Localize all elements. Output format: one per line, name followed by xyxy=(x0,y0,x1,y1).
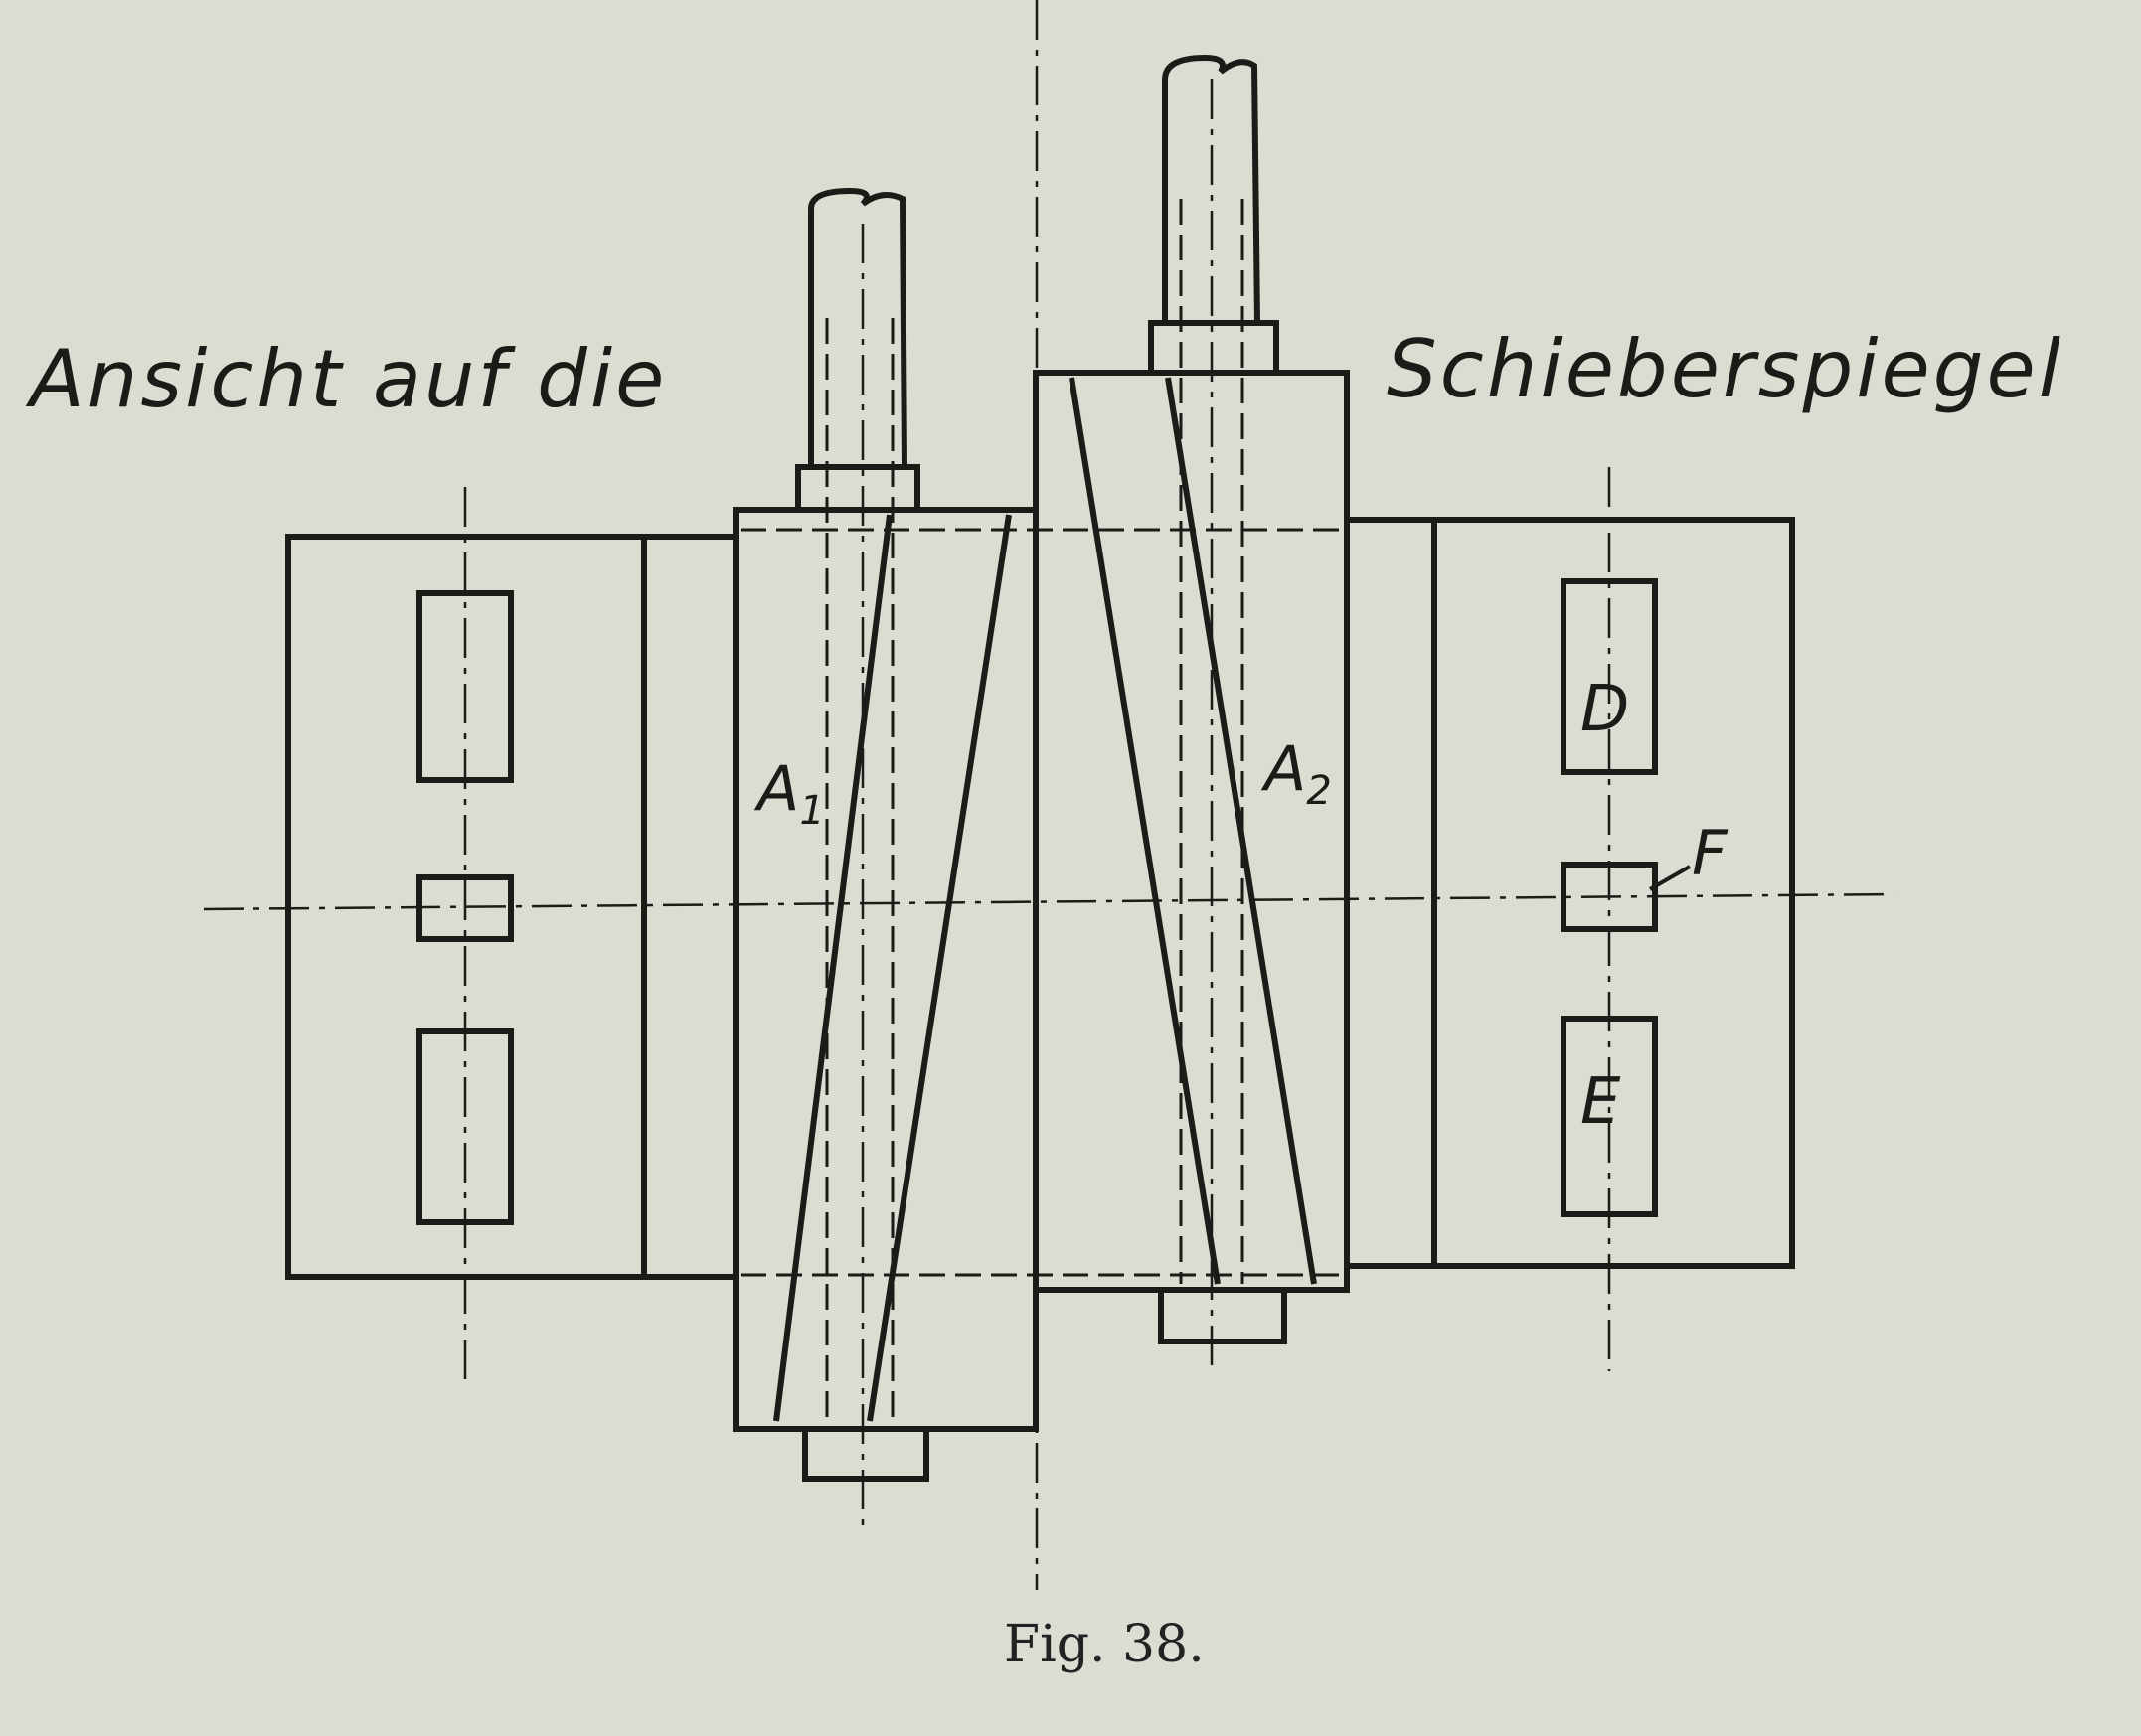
right-face-outline xyxy=(1347,517,1795,1269)
a1-bottom-nut xyxy=(802,1426,929,1482)
a1-rod-collar xyxy=(795,464,920,513)
heading-left: Ansicht auf die xyxy=(30,333,668,425)
heading-right: Schieberspiegel xyxy=(1387,323,2063,415)
figure-caption: Fig. 38. xyxy=(1004,1615,1205,1674)
a2-rod-collar xyxy=(1148,320,1279,376)
label-d: D xyxy=(1580,673,1629,746)
left-valve-face xyxy=(285,534,736,1280)
horizontal-centerline xyxy=(203,892,1894,911)
a1-rod xyxy=(808,187,907,468)
a1-diagonal-2 xyxy=(867,514,1012,1422)
left-face-outline xyxy=(285,534,736,1280)
right-port-d xyxy=(1561,578,1658,775)
a2-rod xyxy=(1162,54,1260,324)
label-f: F xyxy=(1692,817,1729,889)
label-a2: A2 xyxy=(1260,732,1332,814)
slide-valve-a1 xyxy=(733,187,1039,1482)
label-a1: A1 xyxy=(753,752,825,834)
label-e: E xyxy=(1580,1065,1621,1139)
slide-valve-a2 xyxy=(1033,54,1350,1344)
a2-bottom-nut xyxy=(1158,1287,1287,1344)
right-valve-face xyxy=(1347,517,1795,1269)
f-leader-line xyxy=(1649,865,1691,891)
a2-diagonal-1 xyxy=(1069,377,1221,1285)
a1-diagonal-1 xyxy=(773,514,893,1422)
